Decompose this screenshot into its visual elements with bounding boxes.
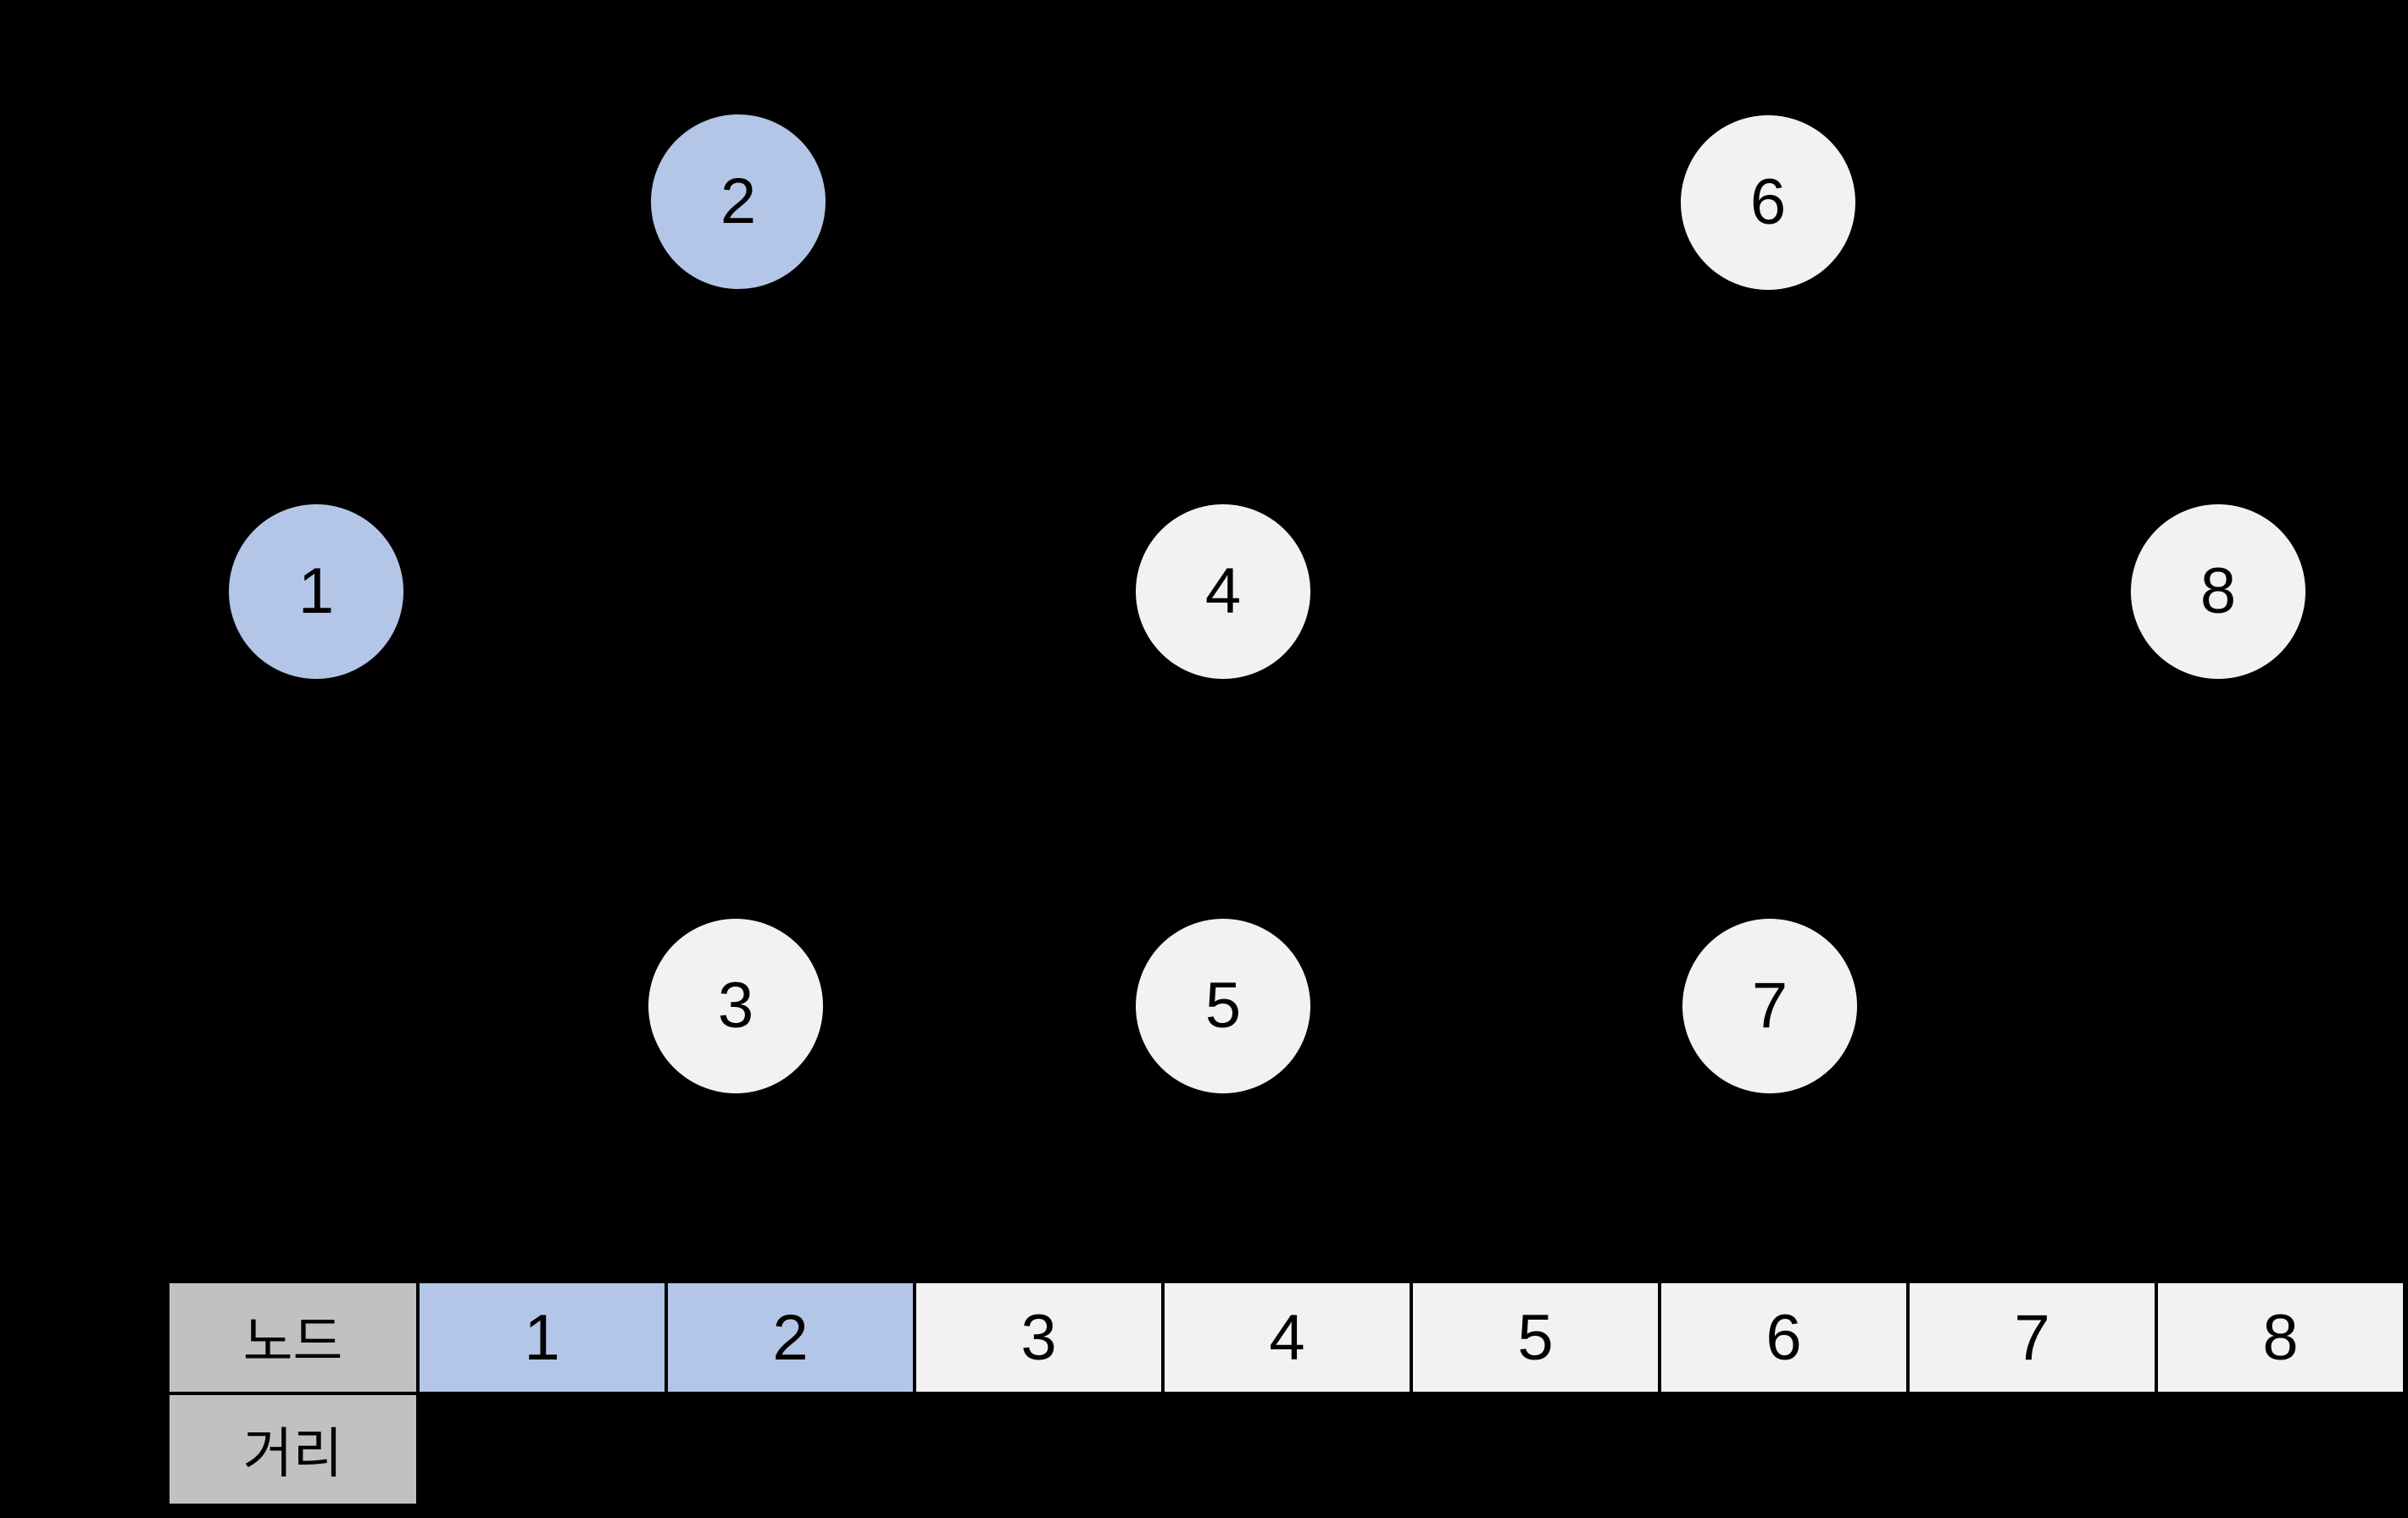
node-4-label: 4 <box>1204 555 1242 627</box>
distance-cell-8 <box>2156 1393 2405 1505</box>
row-header-distance: 거리 <box>166 1392 420 1507</box>
node-cell-2: 2 <box>665 1280 916 1395</box>
node-cell-1: 1 <box>416 1280 668 1395</box>
graph-node-4: 4 <box>1136 504 1310 679</box>
distance-table: 노드 1 2 3 4 5 6 7 8 거리 <box>166 1280 2406 1507</box>
graph-node-7: 7 <box>1682 919 1857 1093</box>
node-cell-6: 6 <box>1658 1280 1910 1395</box>
node-cell-7: 7 <box>1906 1280 2158 1395</box>
row-header-node: 노드 <box>166 1280 420 1395</box>
node-cell-5: 5 <box>1410 1280 1661 1395</box>
distance-cell-3 <box>915 1393 1163 1505</box>
distance-cell-6 <box>1660 1393 1908 1505</box>
node-cell-4: 4 <box>1161 1280 1413 1395</box>
graph-node-5: 5 <box>1136 919 1310 1093</box>
distance-cell-4 <box>1163 1393 1411 1505</box>
node-cell-3: 3 <box>913 1280 1165 1395</box>
table-row-distances: 거리 <box>166 1392 2405 1507</box>
distance-cell-2 <box>666 1393 915 1505</box>
node-2-label: 2 <box>720 165 757 237</box>
node-5-label: 5 <box>1204 970 1242 1042</box>
node-3-label: 3 <box>717 970 754 1042</box>
node-6-label: 6 <box>1749 166 1787 238</box>
graph-node-6: 6 <box>1681 115 1855 290</box>
node-7-label: 7 <box>1751 970 1788 1042</box>
graph-node-2: 2 <box>651 114 826 289</box>
graph-node-8: 8 <box>2131 504 2305 679</box>
node-8-label: 8 <box>2199 555 2237 627</box>
node-1-label: 1 <box>298 555 335 627</box>
graph-node-1: 1 <box>229 504 403 679</box>
node-cell-8: 8 <box>2155 1280 2406 1395</box>
distance-cell-1 <box>418 1393 666 1505</box>
graph-node-3: 3 <box>648 919 823 1093</box>
distance-cell-5 <box>1411 1393 1660 1505</box>
distance-cell-7 <box>1908 1393 2156 1505</box>
table-row-nodes: 노드 1 2 3 4 5 6 7 8 <box>166 1280 2406 1395</box>
